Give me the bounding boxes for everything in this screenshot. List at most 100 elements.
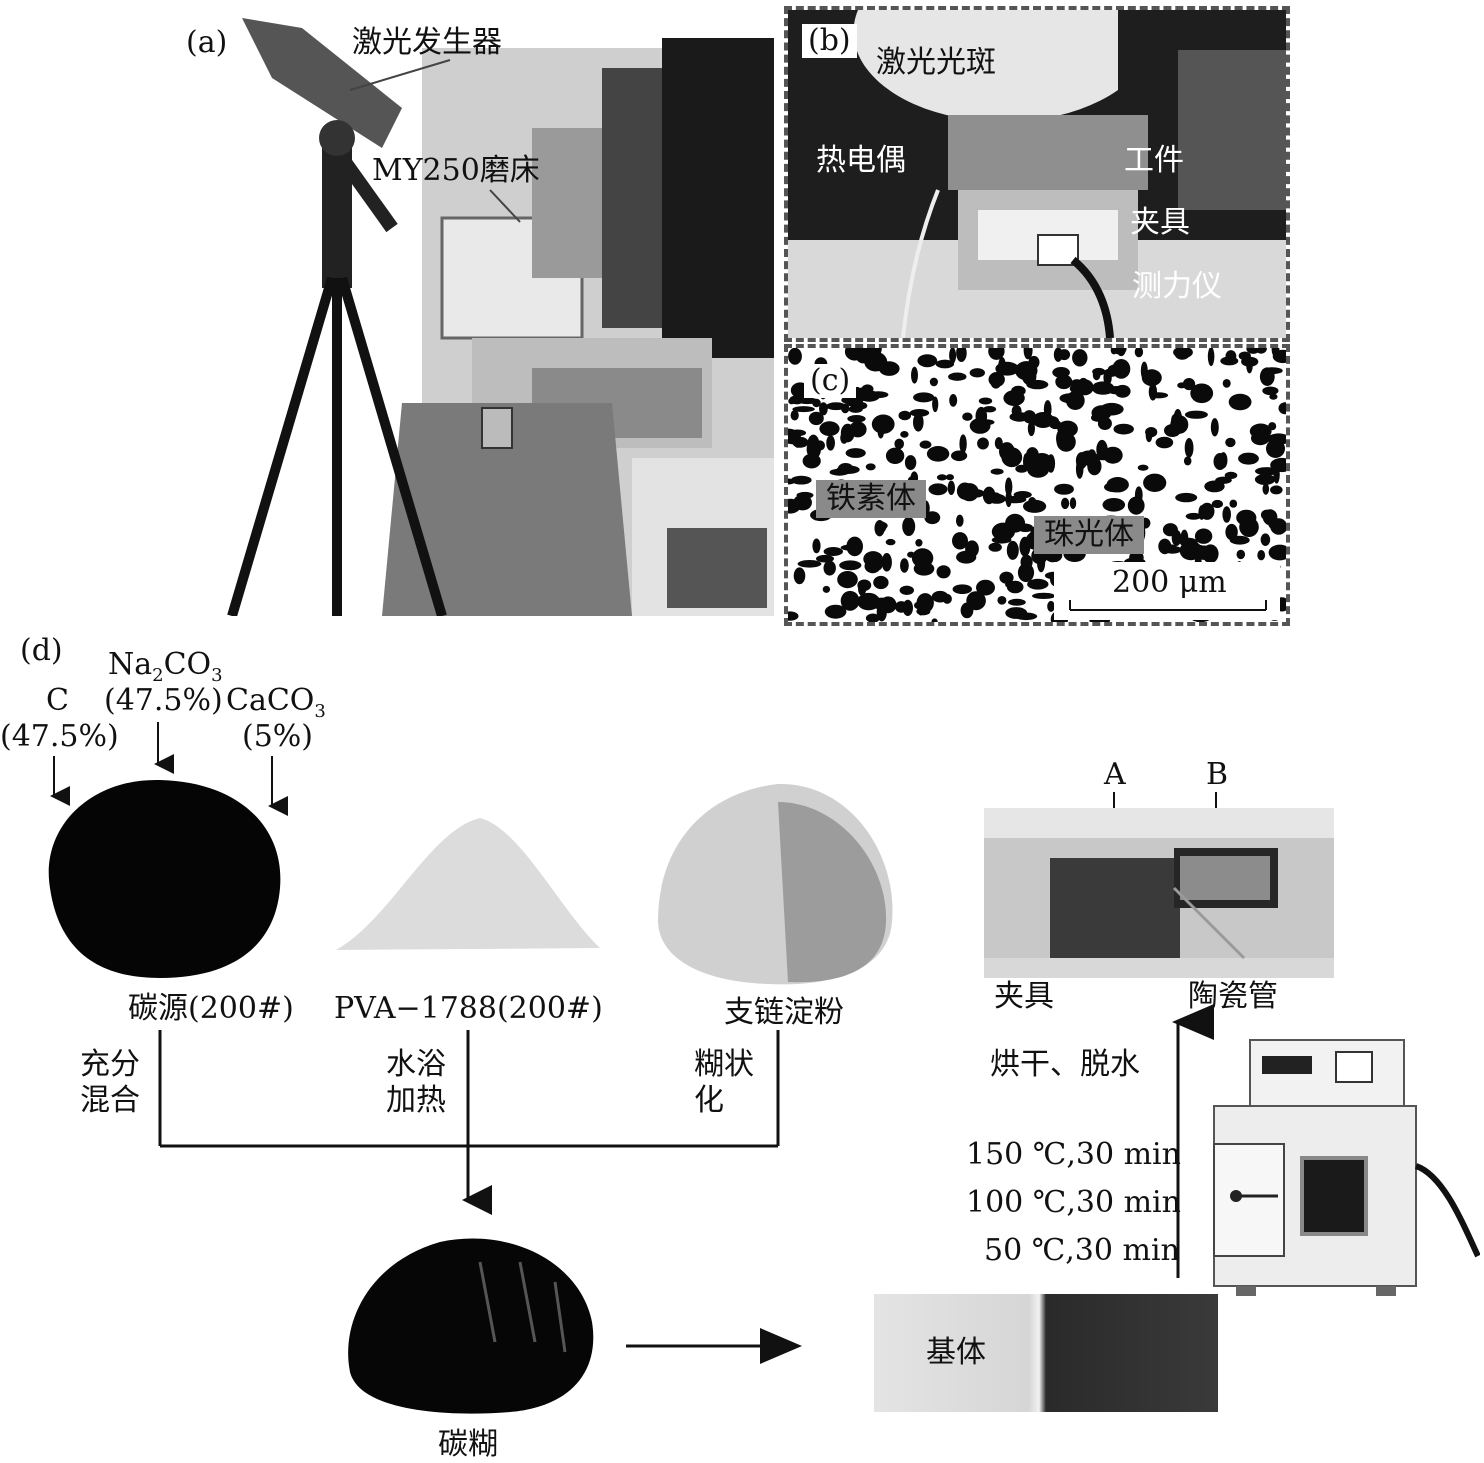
pearlite-grain	[965, 540, 979, 558]
pearlite-grain	[1003, 390, 1025, 406]
pearlite-grain	[788, 611, 799, 621]
carbon-paste-blob	[348, 1238, 594, 1414]
pearlite-grain	[792, 406, 815, 413]
pearlite-grain	[826, 435, 835, 451]
pearlite-grain	[932, 396, 939, 413]
pearlite-grain	[1112, 348, 1127, 355]
pearlite-grain	[1262, 386, 1279, 396]
pearlite-grain	[1026, 447, 1039, 462]
pearlite-grain	[796, 491, 814, 499]
pearlite-grain	[793, 567, 806, 585]
pearlite-grain	[1269, 393, 1278, 400]
pearlite-grain	[1278, 402, 1286, 415]
pearlite-grain	[1112, 359, 1131, 379]
na2co3-formula: Na2CO3	[108, 648, 223, 693]
pearlite-grain	[1005, 581, 1020, 589]
pearlite-grain	[900, 558, 909, 573]
pearlite-grain	[1127, 496, 1145, 515]
pearlite-grain	[917, 354, 938, 368]
pearlite-grain	[942, 593, 952, 604]
pearlite-grain	[849, 421, 867, 438]
label-a: A	[1104, 757, 1126, 792]
starch-powder-pile	[658, 783, 893, 985]
pearlite-grain	[852, 401, 868, 410]
pearlite-grain	[1102, 498, 1126, 512]
pva-label: PVA−1788(200#)	[334, 991, 603, 1026]
pearlite-grain	[988, 542, 1002, 552]
pearlite-grain	[1257, 550, 1266, 561]
pearlite-grain	[1184, 438, 1194, 458]
pearlite-grain	[816, 554, 834, 563]
substrate-photo	[874, 1294, 1218, 1412]
pearlite-grain	[1092, 452, 1115, 461]
pearlite-grain	[788, 348, 802, 365]
dynamometer-label: 测力仪	[1132, 269, 1222, 304]
pearlite-grain	[1032, 592, 1056, 599]
pearlite-grain	[999, 571, 1014, 584]
pearlite-grain	[1236, 549, 1246, 560]
pearlite-grain	[1008, 598, 1026, 606]
pearlite-grain	[1011, 405, 1022, 417]
pearlite-grain	[819, 421, 840, 437]
pearlite-grain	[841, 403, 850, 414]
pearlite-grain	[1014, 612, 1038, 621]
pearlite-grain	[962, 412, 973, 421]
pearlite-grain	[948, 372, 967, 381]
pearlite-grain	[1173, 348, 1193, 359]
pearlite-grain	[990, 375, 1002, 389]
pearlite-grain	[982, 486, 996, 505]
caco3-percent: (5%)	[242, 719, 314, 754]
pearlite-grain	[1268, 544, 1286, 561]
pearlite-grain	[1023, 499, 1047, 513]
pearlite-grain	[978, 397, 993, 405]
step-paste-line1: 糊状	[694, 1047, 754, 1082]
laser-leader-line	[349, 59, 451, 91]
ferrite-label: 铁素体	[816, 480, 926, 518]
pearlite-grain	[913, 413, 924, 432]
carbon-percent: (47.5%)	[0, 719, 119, 754]
pearlite-grain	[788, 428, 798, 440]
pearlite-grain	[1001, 447, 1023, 468]
pearlite-grain	[1228, 393, 1252, 411]
pearlite-grain	[1229, 535, 1250, 545]
pearlite-grain	[1268, 434, 1276, 442]
pearlite-grain	[900, 431, 909, 438]
pearlite-grain	[936, 565, 951, 579]
pearlite-grain	[1013, 491, 1032, 499]
pearlite-grain	[1238, 452, 1259, 465]
starch-label: 支链淀粉	[724, 995, 844, 1030]
carbon-formula: C	[46, 683, 69, 718]
scale-bar-box: 200 μm	[1054, 562, 1280, 620]
pearlite-grain	[1164, 424, 1181, 437]
pearlite-grain	[822, 585, 831, 593]
pearlite-grain	[878, 361, 900, 376]
dry-dehydrate-label: 烘干、脱水	[990, 1047, 1140, 1082]
scale-bar	[1069, 600, 1267, 611]
pearlite-grain	[924, 511, 941, 525]
carbon-source-pile	[48, 779, 281, 978]
pearlite-grain	[1210, 418, 1219, 437]
pearlite-grain	[1145, 427, 1158, 438]
pearlite-grain	[915, 539, 923, 547]
pearlite-grain	[991, 536, 1012, 544]
pearlite-grain	[1092, 406, 1113, 418]
pearlite-grain	[1225, 523, 1238, 541]
grinder-label: MY250磨床	[372, 153, 540, 188]
pearlite-grain	[1065, 391, 1085, 410]
panel-d-tag: (d)	[20, 633, 63, 668]
pearlite-grain	[1140, 361, 1148, 380]
pearlite-grain	[788, 498, 801, 514]
pearlite-grain	[1097, 417, 1112, 430]
pearlite-grain	[824, 604, 847, 619]
pearlite-grain	[1199, 502, 1215, 520]
pearlite-grain	[1093, 382, 1100, 392]
temp-step-150: 150 ℃,30 min	[966, 1137, 1181, 1172]
pearlite-grain	[1137, 464, 1149, 471]
pearlite-label: 珠光体	[1034, 516, 1144, 554]
grinder-leader-line	[489, 189, 521, 223]
pearlite-grain	[1027, 578, 1049, 590]
pearlite-grain	[1171, 414, 1179, 426]
pearlite-grain	[1020, 554, 1033, 570]
final-fixture-label: 夹具	[994, 979, 1054, 1014]
pearlite-grain	[1075, 459, 1084, 479]
